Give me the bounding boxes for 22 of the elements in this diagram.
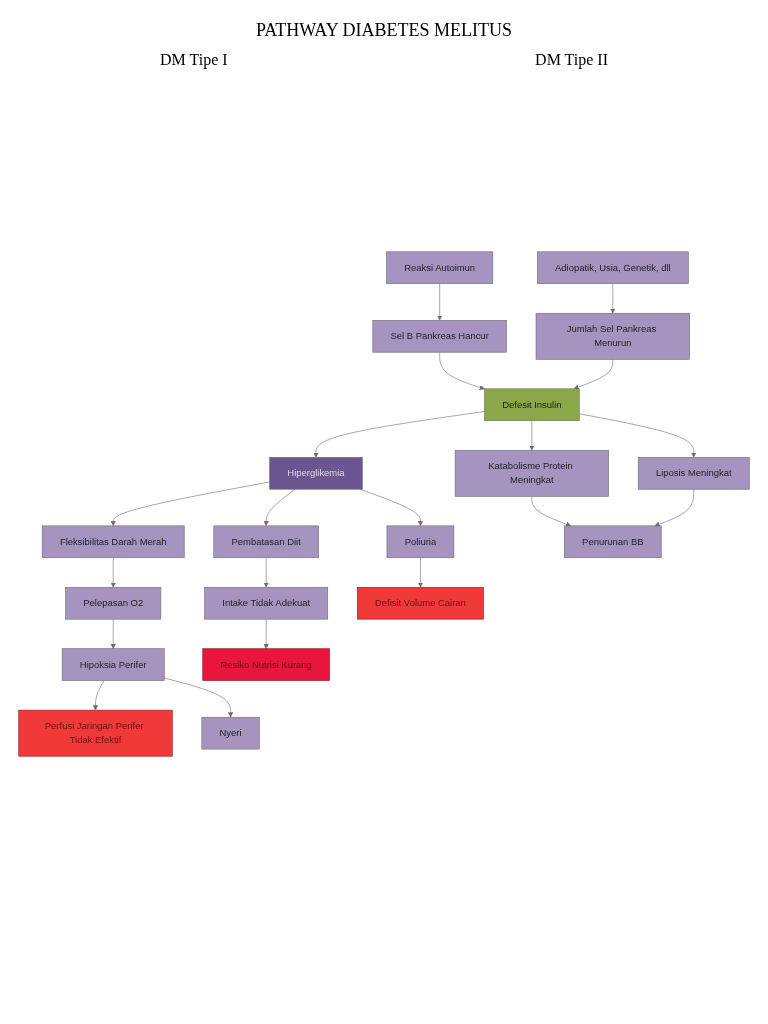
node-box: Hipoksia Perifer bbox=[61, 648, 165, 681]
title: PATHWAY DIABETES MELITUS bbox=[255, 20, 513, 41]
node-box: Poliuria bbox=[386, 525, 455, 559]
node-box: Perfusi Jaringan Perifer Tidak Efektif bbox=[18, 709, 173, 757]
node-box: Pembatasan Diit bbox=[213, 525, 319, 559]
node-box: Pelepasan O2 bbox=[65, 587, 162, 620]
node-box: Nyeri bbox=[201, 716, 260, 750]
heading-label: DM Tipe I bbox=[160, 51, 228, 69]
node-box: Katabolisme Protein Meningkat bbox=[454, 449, 609, 497]
node-box: Penurunan BB bbox=[564, 525, 662, 559]
node-box: Adiopatik, Usia, Genetik, dll bbox=[537, 251, 689, 284]
heading-label: DM Tipe II bbox=[535, 51, 608, 69]
node-box: Intake Tidak Adekuat bbox=[204, 587, 329, 620]
node-box: Resiko Nutrisi Kurang bbox=[202, 648, 330, 681]
node-box: Fleksibilitas Darah Merah bbox=[41, 525, 185, 559]
node-box: Defisit Volume Cairan bbox=[356, 587, 484, 620]
node-box: Reaksi Autoimun bbox=[386, 251, 494, 284]
node-box: Liposis Meningkat bbox=[637, 457, 750, 490]
node-box: Jumlah Sel Pankreas Menurun bbox=[535, 312, 690, 360]
node-box: Sel B Pankreas Hancur bbox=[372, 320, 507, 353]
node-box: Defesit Insulin bbox=[484, 388, 580, 421]
node-box: Hiperglikemia bbox=[269, 457, 363, 490]
